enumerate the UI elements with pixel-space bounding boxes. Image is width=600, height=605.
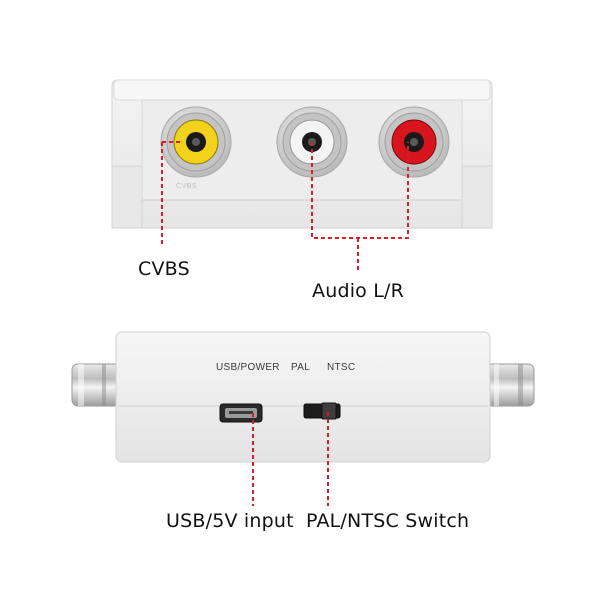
rca-jack-audio-right[interactable]: [378, 106, 450, 178]
converter-rear-panel: [115, 331, 491, 463]
pal-ntsc-switch-callout-label: PAL/NTSC Switch: [306, 510, 470, 532]
rca-jack-video[interactable]: [160, 106, 232, 178]
ntsc-engraving: NTSC: [327, 362, 356, 373]
pal-ntsc-slide-switch[interactable]: [303, 402, 341, 420]
leader-line-cvbs: [161, 141, 180, 244]
pal-engraving: PAL: [291, 362, 311, 373]
rca-plug-right: [485, 363, 535, 407]
cvbs-engraving: CVBS: [176, 183, 198, 190]
leader-line-audio: [311, 142, 409, 272]
cvbs-callout-label: CVBS: [138, 258, 190, 280]
usb-5v-input-callout-label: USB/5V input: [166, 510, 294, 532]
mini-usb-port[interactable]: [219, 403, 263, 423]
audio-lr-callout-label: Audio L/R: [312, 280, 405, 302]
usb-power-engraving: USB/POWER: [216, 362, 280, 373]
rca-plug-left: [71, 363, 121, 407]
